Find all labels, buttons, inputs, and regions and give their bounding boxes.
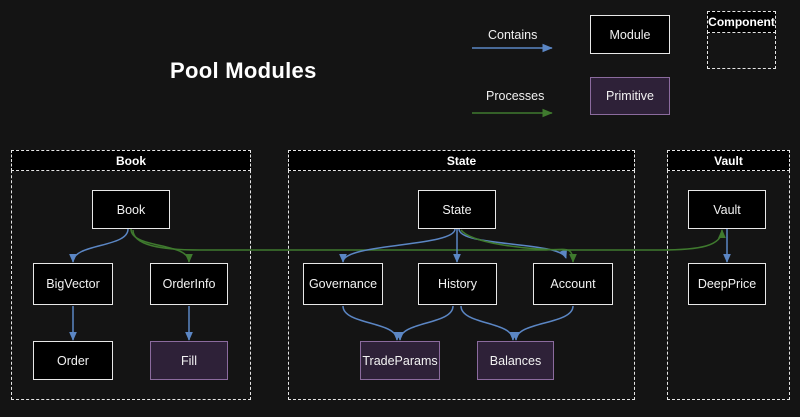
legend-module-box: Module — [590, 15, 670, 54]
legend-processes-label: Processes — [486, 89, 545, 103]
node-order[interactable]: Order — [33, 341, 113, 380]
component-header-vault: Vault — [667, 150, 790, 171]
legend-contains-label: Contains — [488, 28, 538, 42]
node-balances[interactable]: Balances — [477, 341, 554, 380]
node-bigvector[interactable]: BigVector — [33, 263, 113, 305]
node-vault[interactable]: Vault — [688, 190, 766, 229]
node-governance[interactable]: Governance — [303, 263, 383, 305]
node-history[interactable]: History — [418, 263, 497, 305]
node-fill[interactable]: Fill — [150, 341, 228, 380]
legend-primitive-box: Primitive — [590, 77, 670, 115]
node-orderinfo[interactable]: OrderInfo — [150, 263, 228, 305]
node-account[interactable]: Account — [533, 263, 613, 305]
node-state[interactable]: State — [418, 190, 496, 229]
component-header-state: State — [288, 150, 635, 171]
component-header-book: Book — [11, 150, 251, 171]
node-tradeparams[interactable]: TradeParams — [360, 341, 440, 380]
node-deepprice[interactable]: DeepPrice — [688, 263, 766, 305]
legend-component-label: Component — [707, 11, 776, 33]
page-title: Pool Modules — [170, 58, 317, 83]
node-book[interactable]: Book — [92, 190, 170, 229]
